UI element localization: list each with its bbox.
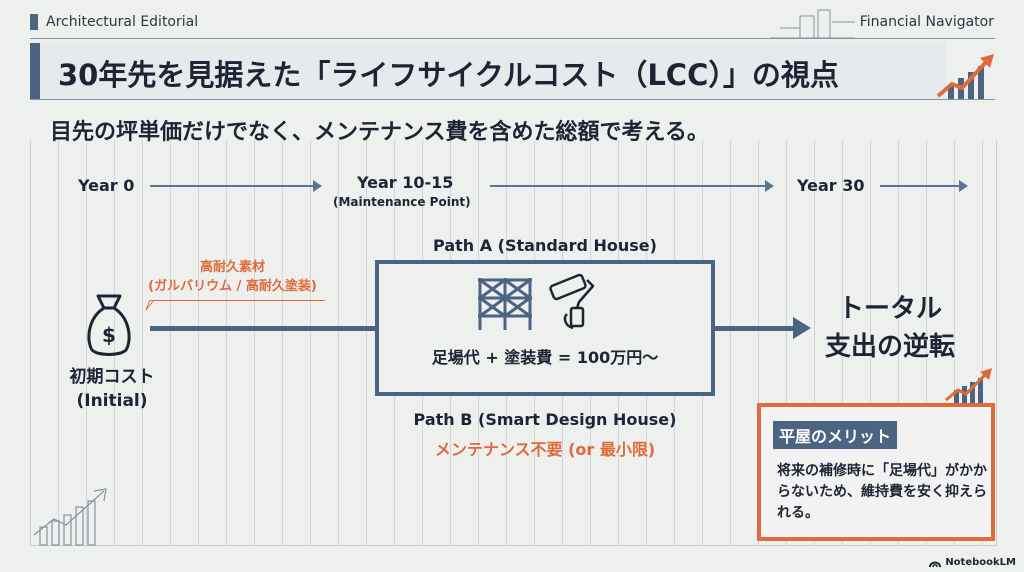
total-arrow-line	[715, 326, 795, 331]
material-label: 高耐久素材 (ガルバリウム / 高耐久塗装)	[140, 258, 325, 296]
timeline-arrow-3	[880, 180, 968, 192]
merit-title: 平屋のメリット	[773, 421, 898, 449]
brand-right-text: Financial Navigator	[859, 14, 994, 30]
scaffold-icon	[478, 278, 532, 330]
brand-left: Architectural Editorial	[30, 14, 198, 30]
initial-cost-line2: (Initial)	[76, 391, 148, 411]
footer-credit: NotebookLM	[929, 557, 1016, 568]
path-a-cost: 足場代 + 塗装費 = 100万円〜	[431, 348, 659, 367]
initial-cost-line1: 初期コスト	[69, 367, 155, 387]
title-rule	[30, 99, 995, 100]
timeline-year-10-15: Year 10-15	[357, 173, 454, 192]
merit-callout: 平屋のメリット 将来の補修時に「足場代」がかからないため、維持費を安く抑えられる…	[757, 403, 995, 541]
timeline-year-30: Year 30	[797, 176, 865, 195]
timeline-maintenance-note: (Maintenance Point)	[333, 195, 471, 209]
brand-bar	[30, 14, 38, 30]
growth-chart-icon	[936, 54, 994, 100]
footer-credit-text: NotebookLM	[945, 557, 1016, 568]
merit-body: 将来の補修時に「足場代」がかからないため、維持費を安く抑えられる。	[777, 463, 987, 521]
title-box: 30年先を見据えた「ライフサイクルコスト（LCC）」の視点	[30, 43, 946, 99]
callout-tail	[145, 299, 155, 311]
timeline-arrow-2	[490, 180, 774, 192]
total-arrow-head	[793, 317, 811, 339]
total-reversal-label: トータル 支出の逆転	[815, 290, 965, 366]
material-label-line1: 高耐久素材	[199, 260, 265, 275]
timeline-year-0: Year 0	[78, 176, 135, 195]
path-a-box: 足場代 + 塗装費 = 100万円〜	[375, 260, 715, 396]
notebooklm-logo-icon	[929, 561, 942, 567]
cost-flow-line	[150, 326, 375, 331]
building-sketch-icon	[770, 9, 855, 39]
money-bag-icon: $	[87, 294, 131, 356]
path-a-label: Path A (Standard House)	[433, 236, 657, 255]
total-line2: 支出の逆転	[824, 332, 955, 362]
subtitle: 目先の坪単価だけでなく、メンテナンス費を含めた総額で考える。	[50, 120, 709, 145]
initial-cost-label: 初期コスト (Initial)	[52, 365, 172, 413]
page-title: 30年先を見据えた「ライフサイクルコスト（LCC）」の視点	[58, 58, 839, 92]
merit-growth-icon	[945, 368, 992, 404]
path-b-label: Path B (Smart Design House)	[413, 410, 677, 429]
path-b-note: メンテナンス不要 (or 最小限)	[434, 440, 656, 459]
timeline-arrow-1	[150, 180, 322, 192]
paint-roller-icon	[549, 273, 595, 330]
material-callout-line	[150, 300, 325, 301]
material-label-line2: (ガルバリウム / 高耐久塗装)	[148, 279, 317, 294]
total-line1: トータル	[837, 294, 942, 324]
growth-sketch-icon	[33, 488, 107, 546]
brand-left-text: Architectural Editorial	[46, 14, 199, 30]
header-rule	[30, 38, 995, 39]
svg-text:$: $	[102, 323, 116, 347]
